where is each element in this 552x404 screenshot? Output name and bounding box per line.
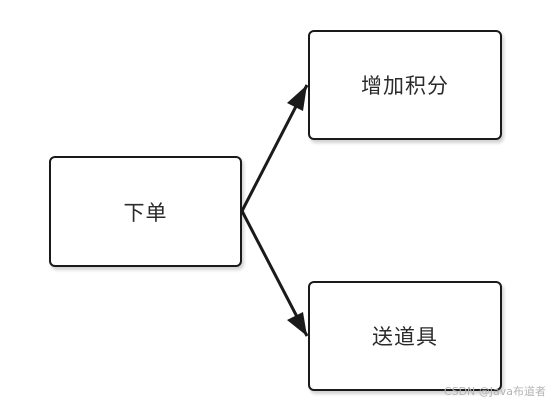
node-add-points-label: 增加积分 [361,74,449,98]
node-add-points: 增加积分 [308,30,502,140]
node-order: 下单 [49,156,242,267]
arrowhead-points [287,85,307,111]
edge-order-to-gift [240,210,309,337]
node-send-item: 送道具 [308,281,502,391]
node-send-item-label: 送道具 [372,325,438,349]
watermark: CSDN @Java布道者 [443,385,546,398]
arrowhead-gift [287,312,307,336]
node-order-label: 下单 [123,200,168,225]
